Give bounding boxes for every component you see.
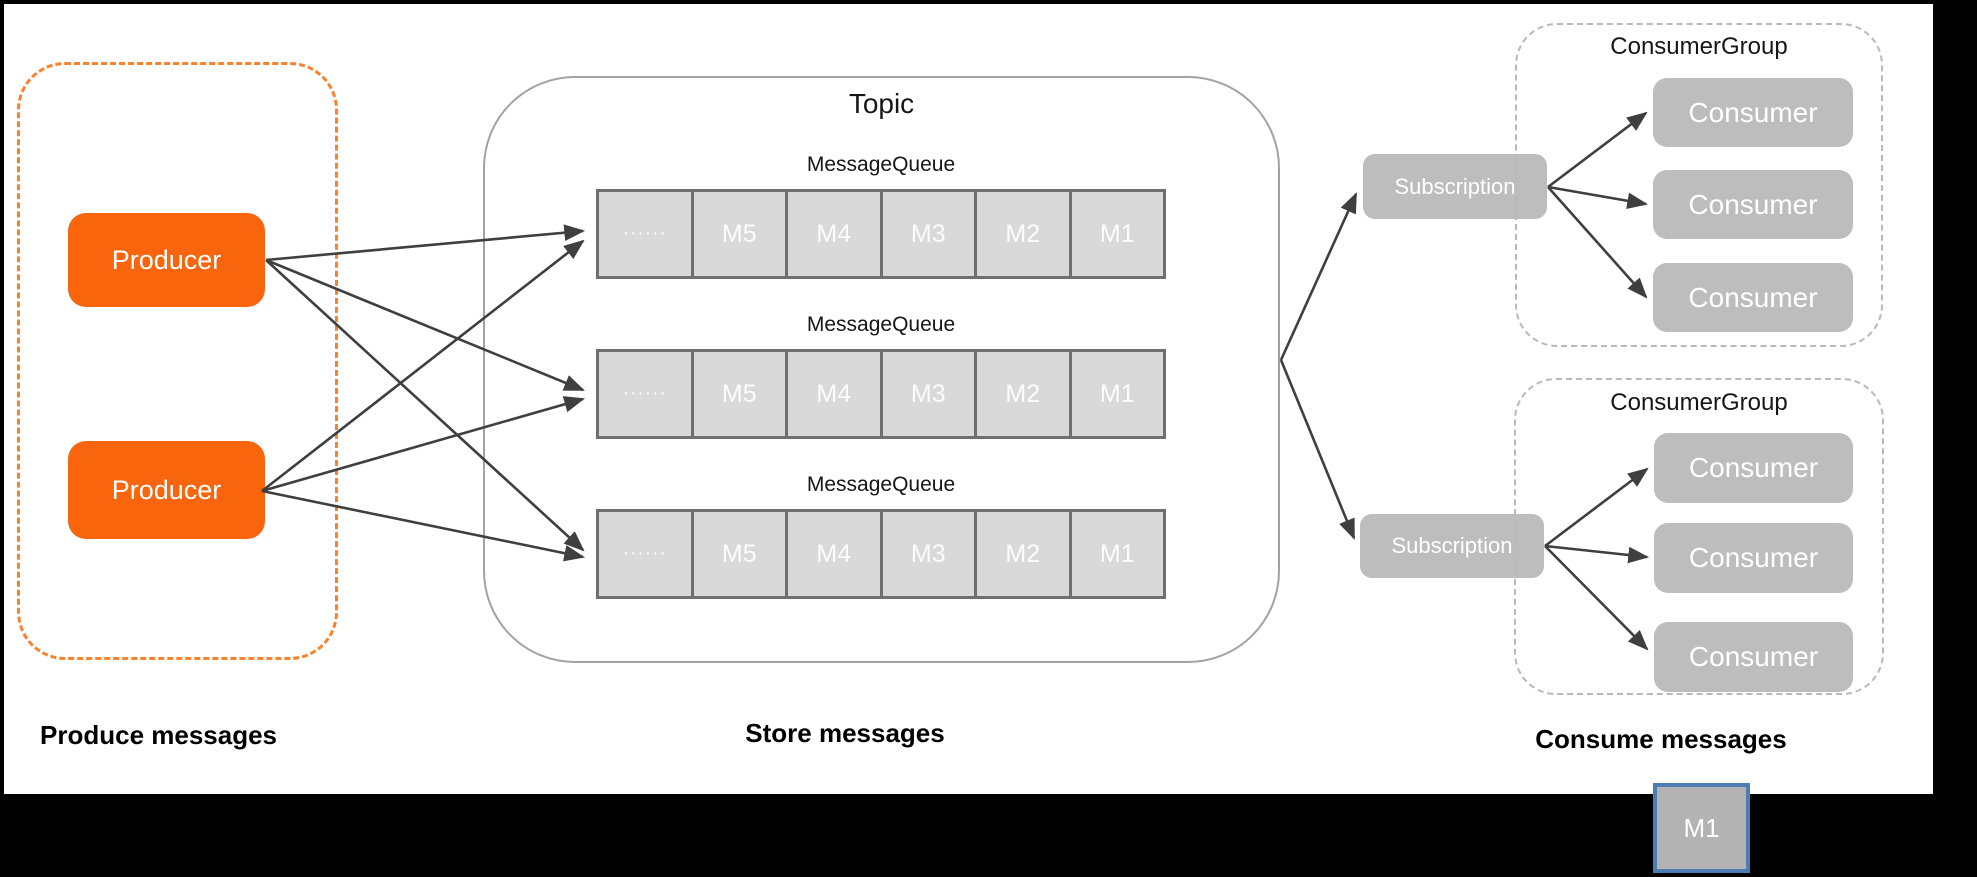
message-queue: ······ M5 M4 M3 M2 M1 (596, 349, 1166, 439)
queue-cell: M5 (690, 512, 786, 596)
producer-group-container (17, 62, 338, 660)
consumer-group-container (1515, 23, 1883, 347)
consumer-box: Consumer (1654, 622, 1853, 692)
producer-box: Producer (68, 441, 265, 539)
consumer-label: Consumer (1688, 542, 1819, 573)
queue-cell: M5 (690, 192, 786, 276)
subscription-box: Subscription (1360, 514, 1544, 578)
message-queue: ······ M5 M4 M3 M2 M1 (596, 189, 1166, 279)
producer-box: Producer (68, 213, 265, 307)
messagequeue-label: MessageQueue (806, 313, 956, 336)
consumer-group-title: ConsumerGroup (1610, 33, 1788, 60)
messagequeue-label: MessageQueue (806, 473, 956, 496)
queue-cell: M3 (879, 352, 975, 436)
consume-messages-caption: Consume messages (1535, 724, 1787, 754)
queue-cell: M4 (785, 352, 880, 436)
consumer-group-container (1514, 378, 1884, 695)
overflow-message-label: M1 (1683, 812, 1720, 843)
produce-messages-caption: Produce messages (40, 720, 278, 750)
message-queue: ······ M5 M4 M3 M2 M1 (596, 509, 1166, 599)
queue-cell: M1 (1068, 512, 1164, 596)
consumer-label: Consumer (1688, 188, 1818, 220)
queue-cell: M4 (785, 192, 880, 276)
consumer-label: Consumer (1688, 452, 1819, 483)
queue-cell-ellipsis: ······ (622, 223, 667, 244)
consumer-label: Consumer (1688, 96, 1818, 128)
queue-cell-ellipsis: ······ (622, 543, 667, 564)
consumer-label: Consumer (1688, 281, 1818, 313)
queue-cell: M1 (1068, 352, 1164, 436)
consumer-box: Consumer (1653, 78, 1853, 147)
queue-cell: M5 (690, 352, 786, 436)
producer-label: Producer (111, 474, 222, 505)
consumer-box: Consumer (1654, 433, 1853, 503)
subscription-label: Subscription (1391, 533, 1513, 558)
queue-cell: M2 (974, 192, 1069, 276)
consumer-box: Consumer (1653, 263, 1853, 332)
queue-cell: M3 (879, 512, 975, 596)
queue-cell: M1 (1068, 192, 1164, 276)
consumer-group-title: ConsumerGroup (1610, 389, 1788, 416)
topic-title: Topic (848, 88, 915, 119)
queue-cell: M4 (785, 512, 880, 596)
queue-cell: M3 (879, 192, 975, 276)
store-messages-caption: Store messages (745, 718, 945, 748)
producer-label: Producer (111, 244, 222, 275)
queue-cell: M2 (974, 512, 1069, 596)
consumer-label: Consumer (1688, 641, 1819, 672)
overflow-message-box: M1 (1653, 783, 1750, 873)
subscription-label: Subscription (1394, 173, 1516, 199)
queue-cell: M2 (974, 352, 1069, 436)
consumer-box: Consumer (1653, 170, 1853, 239)
queue-cell-ellipsis: ······ (622, 383, 667, 404)
messagequeue-label: MessageQueue (806, 153, 956, 176)
consumer-box: Consumer (1654, 523, 1853, 593)
